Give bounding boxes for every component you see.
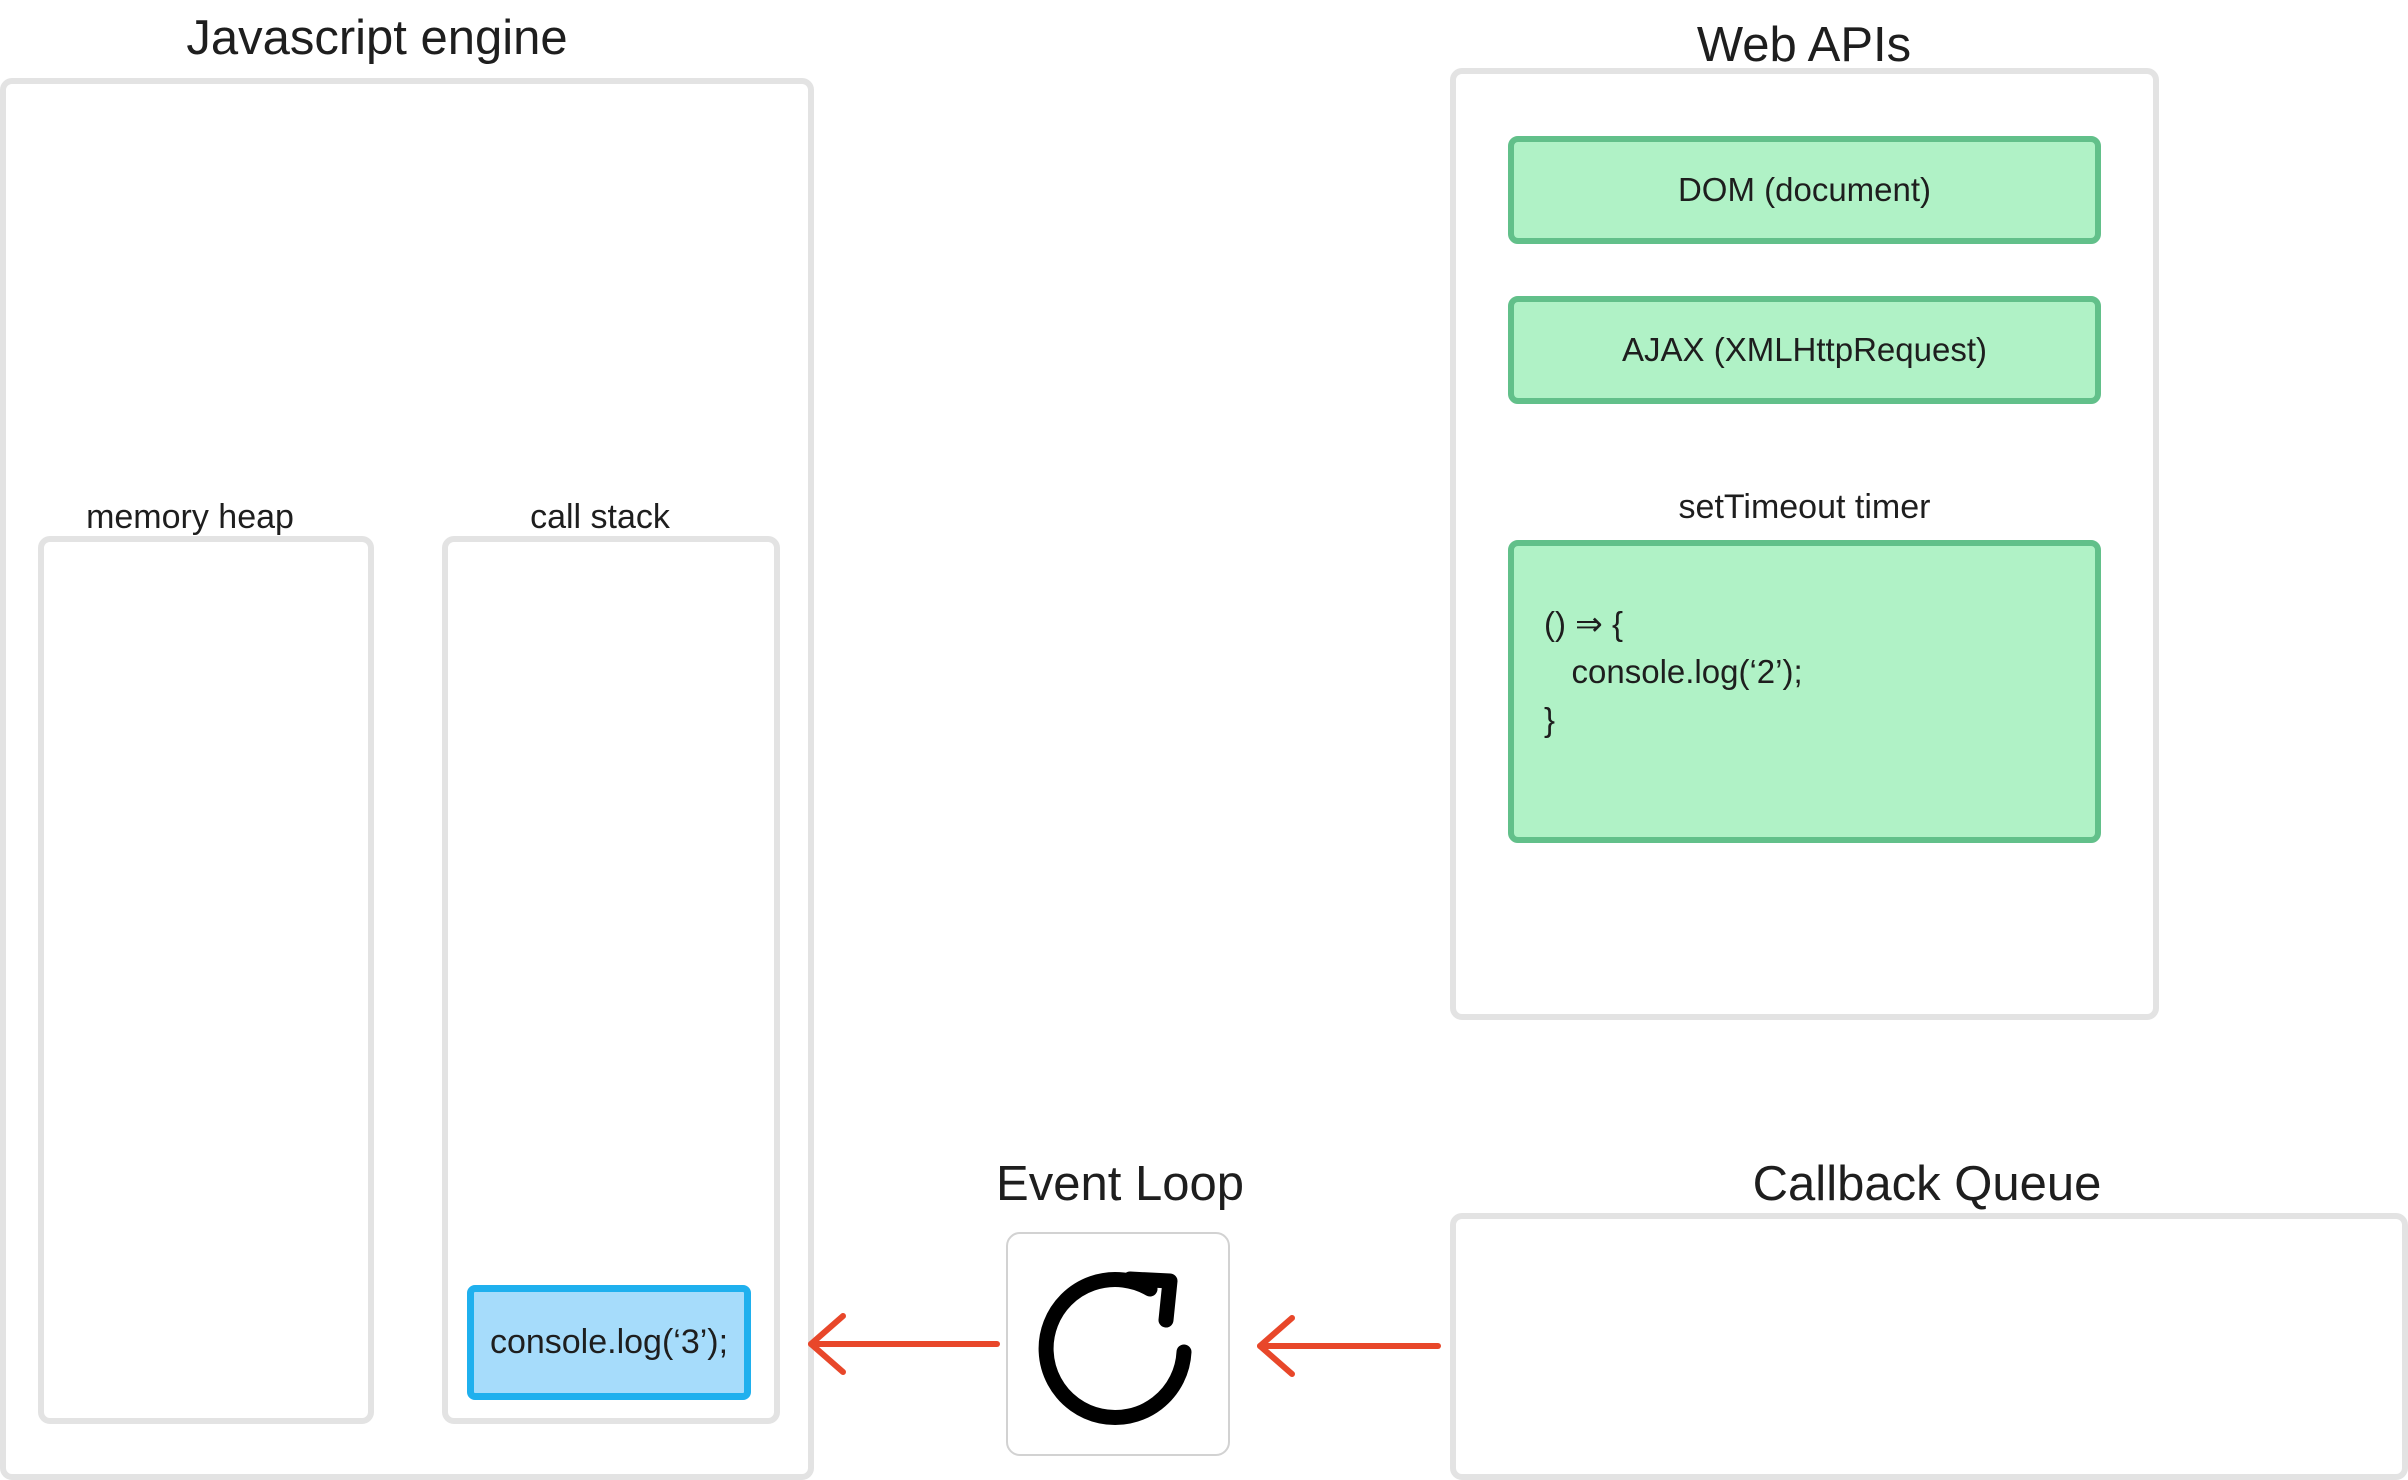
- dom-api: DOM (document): [1508, 136, 2101, 244]
- code-line: console.log(‘2’);: [1544, 653, 1803, 690]
- ajax-api: AJAX (XMLHttpRequest): [1508, 296, 2101, 404]
- refresh-icon: [1038, 1271, 1192, 1425]
- memory-heap-label: memory heap: [86, 498, 294, 536]
- arrow-loop-to-stack: [808, 1313, 1000, 1375]
- callback-queue-title: Callback Queue: [1752, 1157, 2102, 1211]
- arrow-queue-to-loop: [1257, 1315, 1441, 1377]
- callback-queue: [1450, 1213, 2408, 1480]
- call-stack: [442, 536, 780, 1424]
- code-line: () ⇒ {: [1544, 605, 1623, 642]
- settimeout-timer: () ⇒ { console.log(‘2’); }: [1508, 540, 2101, 843]
- engine-title: Javascript engine: [186, 11, 568, 65]
- memory-heap: [38, 536, 374, 1424]
- code-line: }: [1544, 701, 1556, 738]
- event-loop-title: Event Loop: [996, 1157, 1244, 1211]
- call-stack-label: call stack: [530, 498, 670, 536]
- settimeout-label: setTimeout timer: [1678, 488, 1931, 526]
- call-stack-frame: console.log(‘3’);: [467, 1285, 751, 1400]
- web-apis-title: Web APIs: [1696, 18, 1912, 72]
- event-loop-box: [1006, 1232, 1230, 1456]
